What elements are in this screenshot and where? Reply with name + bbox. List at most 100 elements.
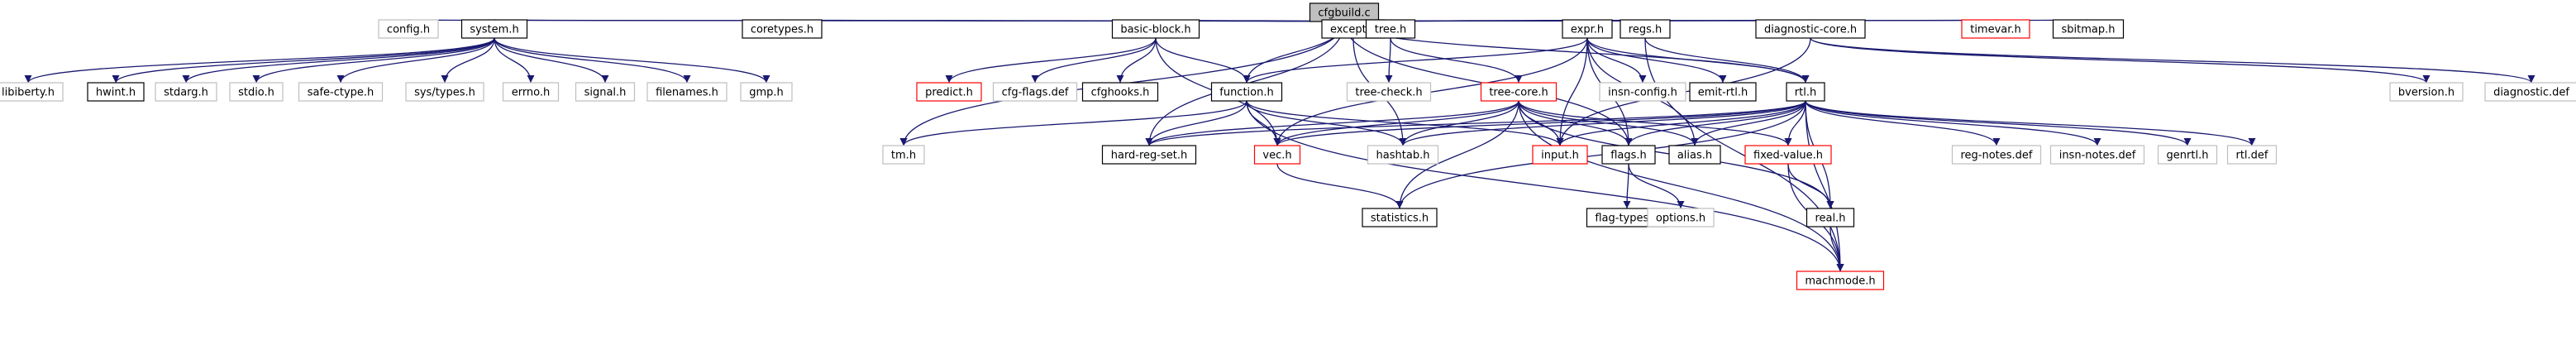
- edge-expr-to-input: [1556, 37, 1588, 146]
- edge-system-to-gmp: [494, 37, 770, 84]
- node-config[interactable]: config.h: [378, 19, 439, 39]
- node-flags[interactable]: flags.h: [1601, 145, 1656, 165]
- node-label-hashtab: hashtab.h: [1376, 150, 1430, 162]
- node-insnconfig[interactable]: insn-config.h: [1599, 82, 1686, 102]
- node-hwint[interactable]: hwint.h: [87, 82, 145, 102]
- node-label-systypes: sys/types.h: [414, 87, 475, 99]
- edge-treecore-to-fixedvalue: [1518, 100, 1792, 146]
- node-box-emitrtl: [1689, 82, 1757, 102]
- node-options[interactable]: options.h: [1647, 208, 1715, 227]
- node-cfgflags[interactable]: cfg-flags.def: [992, 82, 1078, 102]
- node-label-treecheck: tree-check.h: [1355, 87, 1422, 99]
- node-genrtl[interactable]: genrtl.h: [2157, 145, 2218, 165]
- node-treecore[interactable]: tree-core.h: [1480, 82, 1558, 102]
- node-fixedvalue[interactable]: fixed-value.h: [1744, 145, 1832, 165]
- node-box-input: [1532, 145, 1588, 165]
- node-diagdef[interactable]: diagnostic.def: [2484, 82, 2576, 102]
- node-system[interactable]: system.h: [460, 19, 528, 39]
- node-box-expr: [1562, 19, 1613, 39]
- node-label-insnconfig: insn-config.h: [1608, 87, 1677, 99]
- node-tree[interactable]: tree.h: [1365, 19, 1416, 39]
- node-rtl[interactable]: rtl.h: [1786, 82, 1825, 102]
- node-label-regnotes: reg-notes.def: [1960, 150, 2032, 162]
- node-statistics[interactable]: statistics.h: [1362, 208, 1438, 227]
- node-label-vec: vec.h: [1262, 150, 1291, 162]
- edge-treecore-to-machmode: [1518, 100, 1844, 272]
- node-label-regs: regs.h: [1629, 24, 1662, 36]
- node-machmode[interactable]: machmode.h: [1796, 271, 1885, 290]
- node-insnnotes[interactable]: insn-notes.def: [2049, 145, 2145, 165]
- edge-rtl-to-vec: [1273, 100, 1806, 146]
- node-box-diagcore: [1755, 19, 1866, 39]
- edge-expr-to-emitrtl: [1586, 37, 1727, 84]
- node-box-regs: [1620, 19, 1671, 39]
- node-box-options: [1647, 208, 1715, 227]
- node-basicblock[interactable]: basic-block.h: [1111, 19, 1200, 39]
- node-box-vec: [1253, 145, 1301, 165]
- node-label-stdarg: stdarg.h: [164, 87, 208, 99]
- node-hashtab[interactable]: hashtab.h: [1367, 145, 1439, 165]
- node-label-hwint: hwint.h: [96, 87, 136, 99]
- edge-basicblock-to-cfgflags: [1031, 37, 1157, 84]
- node-real[interactable]: real.h: [1806, 208, 1855, 227]
- node-hardregset[interactable]: hard-reg-set.h: [1101, 145, 1197, 165]
- node-label-bversion: bversion.h: [2398, 87, 2454, 99]
- node-box-treecheck: [1346, 82, 1432, 102]
- node-timevar[interactable]: timevar.h: [1961, 19, 2030, 39]
- edge-rtl-to-machmode: [1805, 100, 1844, 272]
- node-label-cfgflags: cfg-flags.def: [1002, 87, 1069, 99]
- edge-expr-to-rtl: [1586, 37, 1810, 84]
- node-expr[interactable]: expr.h: [1562, 19, 1613, 39]
- node-emitrtl[interactable]: emit-rtl.h: [1689, 82, 1757, 102]
- node-rtldef[interactable]: rtl.def: [2226, 145, 2278, 165]
- edge-system-to-filenames: [494, 37, 691, 84]
- node-predict[interactable]: predict.h: [916, 82, 982, 102]
- node-function[interactable]: function.h: [1210, 82, 1283, 102]
- node-input[interactable]: input.h: [1532, 145, 1588, 165]
- node-label-except: except.h: [1330, 24, 1376, 36]
- edge-expr-to-function: [1243, 37, 1588, 84]
- node-gmp[interactable]: gmp.h: [740, 82, 793, 102]
- node-regnotes[interactable]: reg-notes.def: [1951, 145, 2042, 165]
- node-box-rtldef: [2226, 145, 2278, 165]
- edge-expr-to-insnconfig: [1586, 37, 1647, 84]
- node-label-cfgbuild: cfgbuild.c: [1318, 7, 1370, 20]
- node-signal[interactable]: signal.h: [575, 82, 636, 102]
- node-box-stdio: [229, 82, 284, 102]
- node-box-coretypes: [742, 19, 823, 39]
- node-errno[interactable]: errno.h: [502, 82, 560, 102]
- node-label-machmode: machmode.h: [1805, 275, 1875, 288]
- node-label-tree: tree.h: [1375, 24, 1407, 36]
- node-box-sbitmap: [2052, 19, 2125, 39]
- edge-rtl-to-flags: [1624, 100, 1806, 146]
- node-bversion[interactable]: bversion.h: [2389, 82, 2464, 102]
- node-sbitmap[interactable]: sbitmap.h: [2052, 19, 2125, 39]
- edge-fixedvalue-to-real: [1787, 163, 1834, 209]
- edge-rtl-to-input: [1556, 100, 1806, 146]
- node-libiberty[interactable]: libiberty.h: [0, 82, 64, 102]
- node-label-emitrtl: emit-rtl.h: [1698, 87, 1748, 99]
- node-systypes[interactable]: sys/types.h: [405, 82, 484, 102]
- node-stdio[interactable]: stdio.h: [229, 82, 284, 102]
- node-alias[interactable]: alias.h: [1668, 145, 1721, 165]
- node-box-real: [1806, 208, 1855, 227]
- node-cfghooks[interactable]: cfghooks.h: [1081, 82, 1159, 102]
- edge-function-to-hardregset: [1145, 100, 1247, 146]
- edge-system-to-hwint: [112, 37, 495, 84]
- edge-basicblock-to-cfghooks: [1116, 37, 1157, 84]
- node-safectype[interactable]: safe-ctype.h: [298, 82, 384, 102]
- node-coretypes[interactable]: coretypes.h: [742, 19, 823, 39]
- nodes-layer: cfgbuild.c config.h system.h coretypes.h bas…: [0, 2, 2576, 290]
- node-diagcore[interactable]: diagnostic-core.h: [1755, 19, 1866, 39]
- node-label-fixedvalue: fixed-value.h: [1753, 150, 1823, 162]
- node-label-genrtl: genrtl.h: [2167, 150, 2209, 162]
- node-box-libiberty: [0, 82, 64, 102]
- node-regs[interactable]: regs.h: [1620, 19, 1671, 39]
- node-flagtypes[interactable]: flag-types.h: [1586, 208, 1668, 227]
- node-filenames[interactable]: filenames.h: [646, 82, 727, 102]
- node-box-gmp: [740, 82, 793, 102]
- node-tm[interactable]: tm.h: [882, 145, 925, 165]
- node-vec[interactable]: vec.h: [1253, 145, 1301, 165]
- node-treecheck[interactable]: tree-check.h: [1346, 82, 1432, 102]
- node-stdarg[interactable]: stdarg.h: [155, 82, 217, 102]
